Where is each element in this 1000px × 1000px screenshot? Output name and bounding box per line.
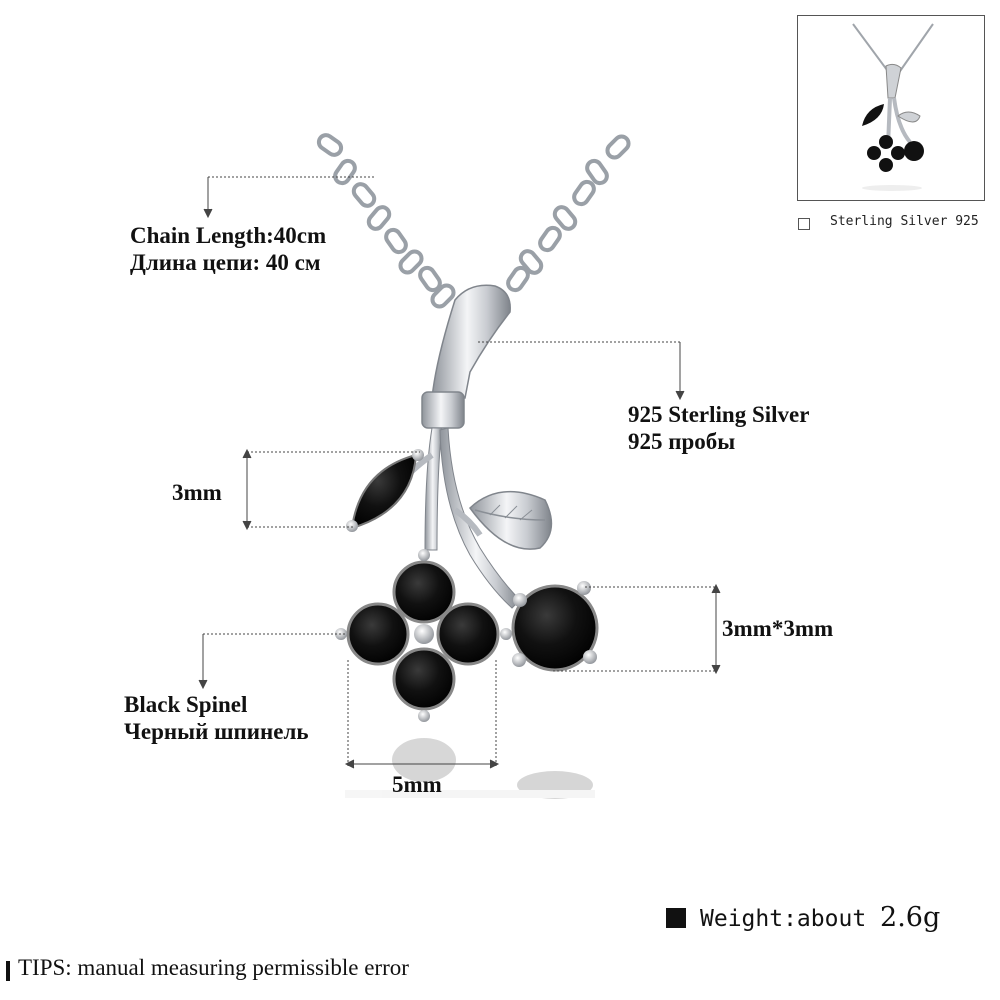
weight-value: 2.6g	[880, 902, 941, 933]
chain-length-label-en: Chain Length:40cm	[130, 223, 327, 248]
leaf-size-label: 3mm	[172, 480, 222, 505]
thumbnail-pendant-icon	[852, 23, 934, 191]
thumbnail-checkbox[interactable]	[798, 218, 810, 230]
flower-cluster	[335, 549, 512, 722]
chain-length-label-ru: Длина цепи: 40 см	[130, 250, 321, 275]
silver-leaf	[469, 490, 553, 550]
tips-bullet-icon	[6, 961, 10, 981]
marquise-stone	[346, 449, 424, 532]
pendant-stem	[392, 284, 521, 609]
silver-label-en: 925 Sterling Silver	[628, 402, 810, 427]
weight-label: Weight:about	[700, 906, 867, 932]
round-stone	[511, 581, 599, 672]
thumbnail-caption: Sterling Silver 925	[830, 214, 979, 229]
silver-label-ru: 925 пробы	[628, 429, 736, 454]
round-size-label: 3mm*3mm	[722, 616, 834, 641]
stone-label-ru: Черный шпинель	[124, 719, 309, 744]
weight-bullet-icon	[666, 908, 686, 928]
dimension-lines	[198, 176, 721, 769]
reflection	[345, 738, 595, 799]
tips-text: TIPS: manual measuring permissible error	[18, 955, 409, 980]
thumbnail-image[interactable]	[797, 15, 985, 201]
weight-info: Weight:about 2.6g	[700, 902, 940, 933]
chain	[316, 133, 631, 309]
stone-label-en: Black Spinel	[124, 692, 248, 717]
flower-width-label: 5mm	[392, 772, 442, 797]
